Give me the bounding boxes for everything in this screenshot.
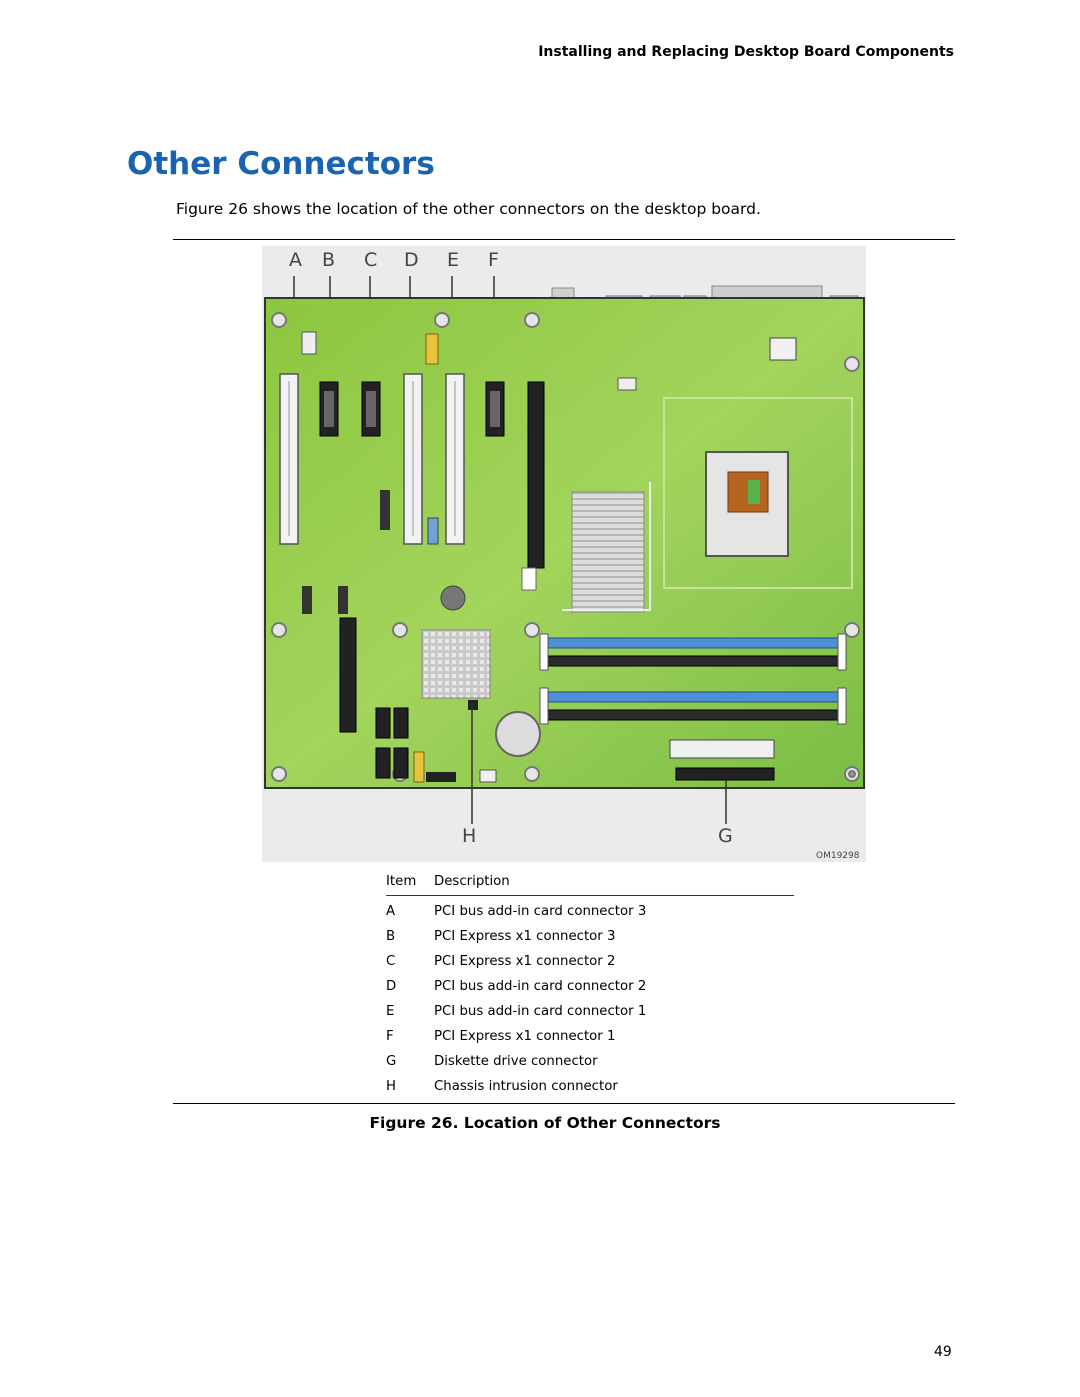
sata-connectors xyxy=(375,707,409,779)
legend-item: C xyxy=(386,954,396,969)
legend-item: B xyxy=(386,929,396,944)
legend-row: F PCI Express x1 connector 1 xyxy=(386,1024,794,1049)
atx12v-connector xyxy=(769,337,797,361)
pcie-x16-slot xyxy=(527,381,545,569)
legend-description: PCI bus add-in card connector 2 xyxy=(434,979,647,994)
callout-letters-top: A B C D E F xyxy=(289,249,499,271)
yellow-header xyxy=(425,333,439,365)
chipset-heatsink xyxy=(571,491,645,613)
page-title: Other Connectors xyxy=(127,146,435,182)
legend-item: G xyxy=(386,1054,397,1069)
board-figure: A B C D E F xyxy=(262,246,866,862)
legend-description: PCI Express x1 connector 1 xyxy=(434,1029,616,1044)
legend-row: C PCI Express x1 connector 2 xyxy=(386,949,794,974)
callout-h: H xyxy=(462,825,476,847)
intro-paragraph: Figure 26 shows the location of the othe… xyxy=(176,200,761,218)
callout-letters-bottom: H G xyxy=(462,825,733,847)
header-pins-3 xyxy=(302,586,312,614)
legend-rows: A PCI bus add-in card connector 3 B PCI Ex… xyxy=(386,899,794,1099)
heatpipe xyxy=(562,482,651,611)
fan-header xyxy=(301,331,317,355)
buzzer xyxy=(440,585,466,611)
legend-row: G Diskette drive connector xyxy=(386,1049,794,1074)
legend-row: H Chassis intrusion connector xyxy=(386,1074,794,1099)
pci-pin-rows xyxy=(288,381,456,536)
legend-description: PCI bus add-in card connector 3 xyxy=(434,904,647,919)
legend-row: D PCI bus add-in card connector 2 xyxy=(386,974,794,999)
callout-d: D xyxy=(404,249,419,271)
pcie-slot-keys xyxy=(324,391,500,427)
top-rule xyxy=(173,239,955,240)
legend-description: PCI bus add-in card connector 1 xyxy=(434,1004,647,1019)
header-pins-1 xyxy=(380,490,390,530)
callout-c: C xyxy=(364,249,377,271)
legend-description: Diskette drive connector xyxy=(434,1054,598,1069)
callout-a: A xyxy=(289,249,302,271)
legend-item: D xyxy=(386,979,397,994)
aux-fan-header xyxy=(617,377,637,391)
legend-item: E xyxy=(386,1004,395,1019)
legend-item: A xyxy=(386,904,396,919)
callout-f: F xyxy=(488,249,499,271)
fan-header-rear xyxy=(479,769,497,783)
x16-retention xyxy=(521,567,537,591)
legend-description: PCI Express x1 connector 3 xyxy=(434,929,616,944)
figure-id: OM19298 xyxy=(816,851,860,861)
ide-connector xyxy=(339,617,357,733)
legend-header-description: Description xyxy=(434,874,510,889)
legend-description: Chassis intrusion connector xyxy=(434,1079,618,1094)
legend-item: F xyxy=(386,1029,394,1044)
legend-item: H xyxy=(386,1079,396,1094)
front-panel-header xyxy=(426,772,456,782)
usb-header xyxy=(413,751,425,783)
legend-header-item: Item xyxy=(386,874,417,889)
callout-e: E xyxy=(447,249,459,271)
legend-row: A PCI bus add-in card connector 3 xyxy=(386,899,794,924)
legend-table: Item Description A PCI bus add-in card co… xyxy=(386,874,794,1099)
board-diagram: A B C D E F xyxy=(262,246,866,862)
legend-description: PCI Express x1 connector 2 xyxy=(434,954,616,969)
legend-row: E PCI bus add-in card connector 1 xyxy=(386,999,794,1024)
legend-header: Item Description xyxy=(386,874,794,896)
callout-lines-bottom xyxy=(471,704,727,824)
page-number: 49 xyxy=(934,1344,952,1360)
header-pins-4 xyxy=(338,586,348,614)
dimm-latches xyxy=(539,633,847,725)
main-power-connector xyxy=(669,739,775,759)
figure-caption: Figure 26. Location of Other Connectors xyxy=(369,1114,721,1132)
cpu-retention-area xyxy=(663,397,853,589)
header-pins-2 xyxy=(427,517,439,545)
cpu-center xyxy=(748,480,760,504)
ich-heatsink xyxy=(421,629,491,699)
callout-b: B xyxy=(322,249,335,271)
callout-g: G xyxy=(718,825,733,847)
battery xyxy=(495,711,541,757)
diskette-connector xyxy=(675,767,775,781)
bottom-rule xyxy=(173,1103,955,1104)
chassis-intrusion-connector xyxy=(468,700,478,710)
legend-row: B PCI Express x1 connector 3 xyxy=(386,924,794,949)
running-header: Installing and Replacing Desktop Board C… xyxy=(538,44,954,60)
